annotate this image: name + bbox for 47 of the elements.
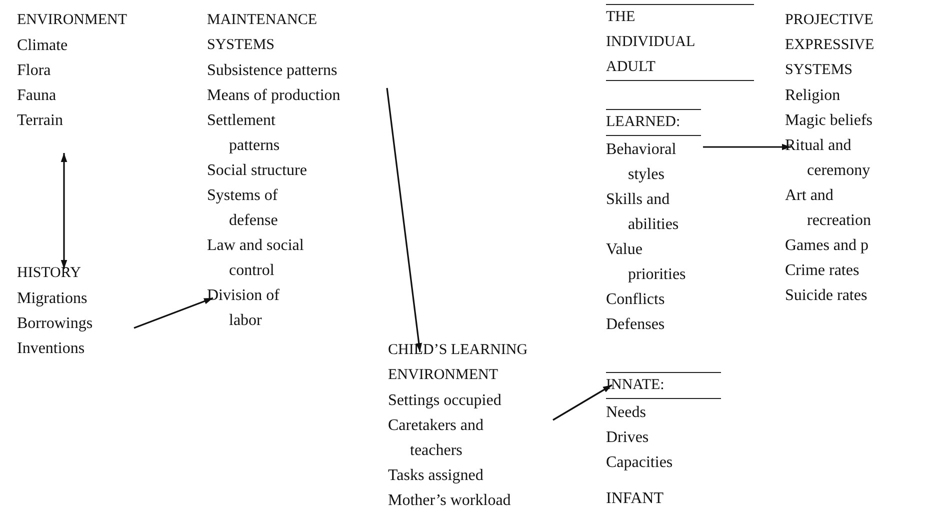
list-item: Religion	[785, 86, 842, 106]
arrow	[386, 88, 422, 352]
list-item: Art and recreation	[785, 186, 872, 231]
arrow	[552, 384, 612, 421]
list-item: Behavioral styles	[606, 140, 678, 185]
list-item: Fauna	[17, 86, 58, 106]
heading: HISTORY	[17, 264, 82, 283]
heading: THE INDIVIDUAL ADULT	[606, 4, 754, 81]
list-item: Games and p	[785, 236, 870, 256]
heading: MAINTENANCE SYSTEMS	[207, 11, 318, 55]
list-item: Ritual and ceremony	[785, 136, 872, 181]
arrow	[60, 153, 68, 269]
list-item: Mother’s workload	[388, 491, 512, 511]
list-item: Conflicts	[606, 290, 666, 310]
heading: INNATE:	[606, 372, 721, 399]
list-item: Means of production	[207, 86, 342, 106]
stage-label: INFANT	[606, 489, 664, 509]
list-item: Systems of defense	[207, 186, 279, 231]
list-item: Tasks assigned	[388, 466, 484, 486]
list-item: Settlement patterns	[207, 111, 281, 156]
list-item: Drives	[606, 428, 650, 448]
list-item: Caretakers and teachers	[388, 416, 485, 461]
arrow	[134, 297, 214, 329]
list-item: Magic beliefs	[785, 111, 874, 131]
heading: ENVIRONMENT	[17, 11, 128, 30]
list-item: Division of labor	[207, 286, 280, 331]
list-item: Flora	[17, 61, 52, 81]
arrow	[703, 144, 791, 150]
heading: LEARNED:	[606, 109, 701, 136]
list-item: Migrations	[17, 289, 88, 309]
list-item: Climate	[17, 36, 69, 56]
heading: CHILD’S LEARNING ENVIRONMENT	[388, 341, 529, 385]
list-item: Terrain	[17, 111, 64, 131]
list-item: Social structure	[207, 161, 308, 181]
list-item: Needs	[606, 403, 647, 423]
list-item: Skills and abilities	[606, 190, 680, 235]
list-item: Defenses	[606, 315, 666, 335]
list-item: Law and social control	[207, 236, 305, 281]
list-item: Subsistence patterns	[207, 61, 338, 81]
list-item: Crime rates	[785, 261, 860, 281]
list-item: Value priorities	[606, 240, 687, 285]
list-item: Inventions	[17, 339, 86, 359]
list-item: Suicide rates	[785, 286, 868, 306]
list-item: Settings occupied	[388, 391, 502, 411]
list-item: Borrowings	[17, 314, 94, 334]
list-item: Capacities	[606, 453, 674, 473]
heading: PROJECTIVE EXPRESSIVE SYSTEMS	[785, 11, 876, 80]
